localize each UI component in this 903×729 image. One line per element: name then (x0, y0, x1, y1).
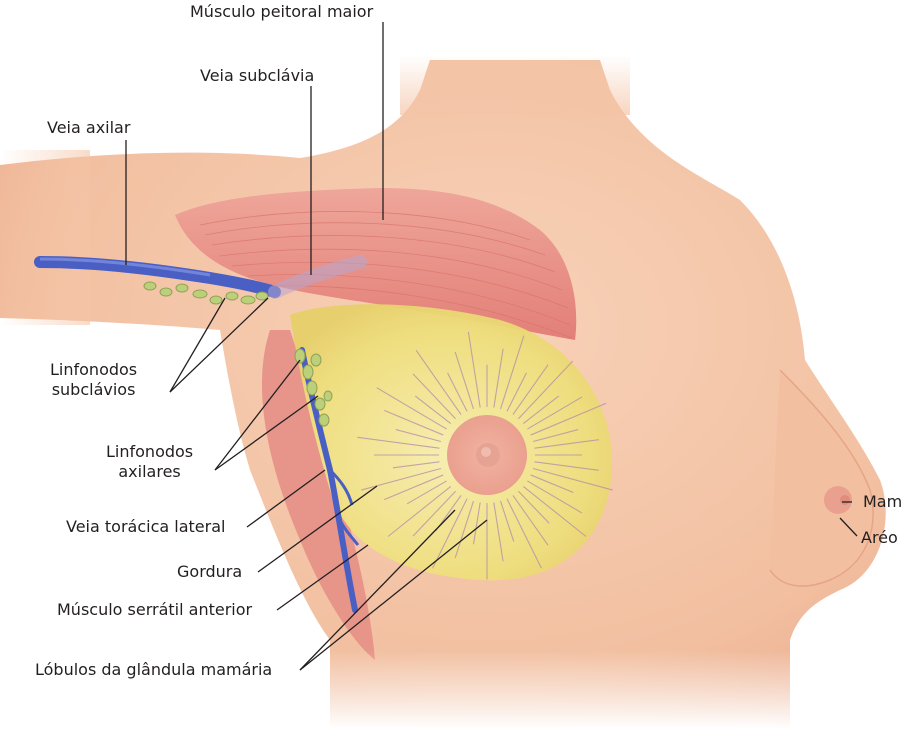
label-linfonodos-subclavios-line2: subclávios (50, 380, 137, 400)
label-linfonodos-subclavios-line1: Linfonodos (50, 360, 137, 380)
lymph-node (307, 381, 317, 395)
label-linfonodos-axilares-line2: axilares (106, 462, 193, 482)
label-linfonodos-subclavios: Linfonodos subclávios (50, 360, 137, 400)
label-linfonodos-axilares-line1: Linfonodos (106, 442, 193, 462)
lymph-node (226, 292, 238, 300)
lymph-node (160, 288, 172, 296)
lymph-node (311, 354, 321, 366)
lymph-node (241, 296, 255, 304)
lymph-node (315, 398, 325, 410)
label-veia-subclavia: Veia subclávia (200, 66, 314, 86)
lymph-node (144, 282, 156, 290)
label-musculo-serratil-anterior: Músculo serrátil anterior (57, 600, 252, 620)
label-areola: Aréo (861, 528, 898, 548)
label-mamilo: Mam (863, 492, 902, 512)
lymph-node (303, 365, 313, 379)
label-musculo-peitoral-maior: Músculo peitoral maior (190, 2, 373, 22)
label-linfonodos-axilares: Linfonodos axilares (106, 442, 193, 482)
lymph-node (193, 290, 207, 298)
lymph-node (210, 296, 222, 304)
lymph-node (324, 391, 332, 401)
lymph-node (176, 284, 188, 292)
label-veia-axilar: Veia axilar (47, 118, 130, 138)
label-lobulos-glandula-mamaria: Lóbulos da glândula mamária (35, 660, 272, 680)
lymph-node (256, 292, 268, 300)
label-gordura: Gordura (177, 562, 242, 582)
right-nipple (840, 495, 850, 505)
lymph-node (319, 414, 329, 426)
label-veia-toracica-lateral: Veia torácica lateral (66, 517, 225, 537)
